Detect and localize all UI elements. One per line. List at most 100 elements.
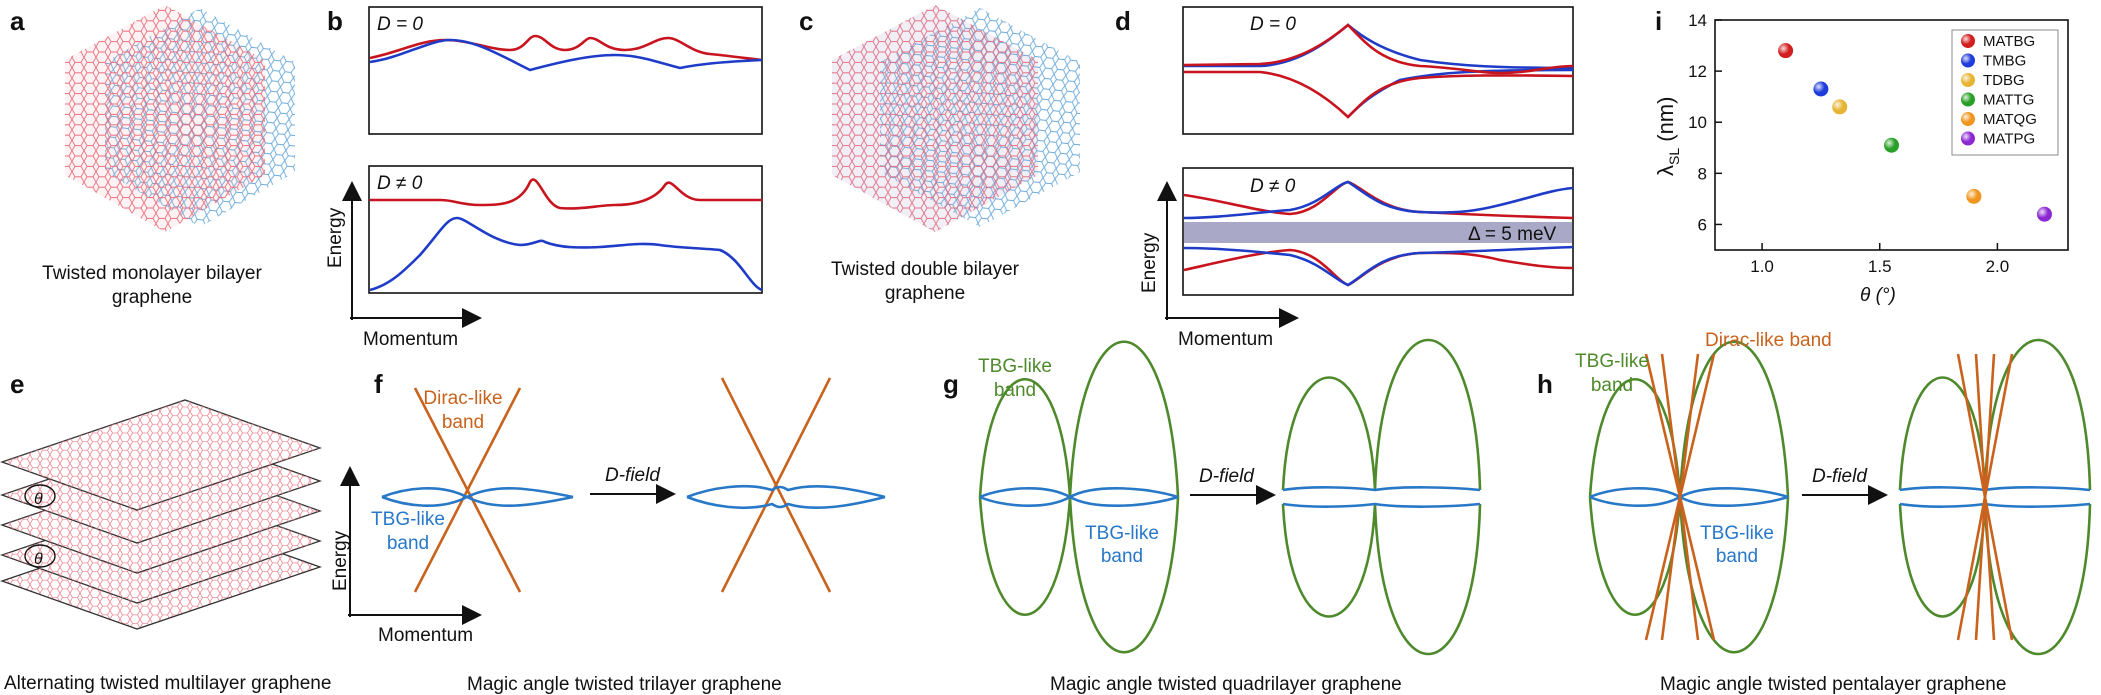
axis-label-d-energy: Energy [1139,232,1160,293]
label-tbg-f-1: TBG-like [371,509,445,530]
label-tbg-blue-h-1: TBG-like [1700,523,1774,544]
data-point-tdbg [1832,99,1848,115]
plot-box-b-top [368,6,763,135]
dirac-band-h2-4 [1974,353,1996,641]
tbg-blue-g2-lower [1282,502,1481,508]
legend-entry-matbg: MATBG [1961,33,2035,50]
band-red-b-bottom [370,178,762,210]
tbg-band-f-lower [381,495,574,508]
band-blue-d-bottom-lower [1183,245,1574,287]
y-tick-label: 12 [1688,62,1707,81]
band-blue-b-bottom [369,216,763,292]
legend-entry-matpg: MATPG [1961,131,2035,148]
panel-f: f Energy Momentum Dirac-like band TBG-li… [330,369,886,695]
label-tbg-blue-g-2: band [1101,546,1143,567]
tbg-green-g2-upper [1281,338,1482,491]
label-tbg-green-g-1: TBG-like [978,356,1052,377]
band-red-d-bottom-lower [1183,248,1574,287]
twist-angle-marker-2: θ [24,544,56,568]
label-dirac-f-1: Dirac-like [423,388,502,409]
y-tick-label: 10 [1688,113,1707,132]
label-b-top: D = 0 [377,14,423,35]
panel-label-c: c [799,6,813,36]
dirac-band-f2-2 [720,377,832,593]
data-point-matqg [1966,188,1982,204]
plot-box-b-bottom [368,165,763,294]
panel-h: h TBG-like band Dirac-like band TBG-like… [1537,330,2092,695]
caption-h: Magic angle twisted pentalayer graphene [1660,674,2006,695]
twist-angle-marker-1: θ [24,484,56,508]
tbg-green-g-upper [978,340,1180,498]
dfield-label-f: D-field [605,465,661,486]
legend-label: TMBG [1983,53,2026,70]
legend-entry-matqg: MATQG [1961,111,2037,128]
panel-label-i: i [1655,6,1662,36]
label-b-bottom: D ≠ 0 [377,173,423,194]
points-i [1778,43,2052,222]
axis-label-b-energy: Energy [325,207,346,268]
plot-box-d-bottom [1182,167,1574,296]
band-blue-b-top [369,38,763,72]
caption-a-line1: Twisted monolayer bilayer [42,263,262,284]
panel-d: d D = 0 Δ = 5 meV D ≠ 0 Energy Momentum [1115,6,1574,350]
caption-c-line2: graphene [885,283,965,304]
axis-label-f-energy: Energy [330,530,351,591]
panel-e: e θ θ Alternating twisted multilayer gra… [0,369,331,694]
tbg-green-h2-upper [1898,338,2092,491]
axis-label-i-x: θ (°) [1860,285,1896,306]
tbg-blue-h-lower [1589,495,1789,508]
panel-c: c Twisted double bilayer graphene [799,5,1080,304]
label-tbg-green-h-2: band [1591,375,1633,396]
dfield-label-g: D-field [1199,466,1255,487]
x-tick-label: 1.5 [1868,257,1892,276]
gap-band-d [1184,222,1572,243]
panel-label-e: e [10,369,24,399]
y-tick-label: 8 [1698,164,1707,183]
axis-label-d-momentum: Momentum [1178,329,1273,350]
legend-entry-tdbg: TDBG [1961,72,2025,89]
band-blue-d-bottom-upper [1183,180,1574,220]
legend-entry-mattg: MATTG [1961,92,2034,109]
dirac-band-f-2 [413,387,522,593]
panel-label-d: d [1115,6,1131,36]
label-dirac-f-2: band [442,412,484,433]
data-point-tmbg [1813,81,1829,97]
legend-label: MATBG [1983,33,2035,50]
panel-g: g TBG-like band TBG-like band D-field Ma… [943,338,1482,695]
panel-label-g: g [943,369,959,399]
plot-box-i [1714,19,2069,251]
axis-label-i-y: λSL (nm) [1653,97,1682,176]
label-tbg-blue-h-2: band [1716,546,1758,567]
band-red-d-top-upper [1183,23,1574,75]
angle-label-2: θ [34,551,43,568]
legend-label: TDBG [1983,72,2025,89]
tbg-blue-h-upper [1589,486,1789,499]
x-tick-label: 2.0 [1986,257,2010,276]
tbg-blue-g-lower [979,495,1179,508]
tbg-blue-g2-upper [1282,486,1481,492]
label-d-bottom: D ≠ 0 [1250,176,1296,197]
panel-label-h: h [1537,369,1553,399]
data-point-mattg [1884,137,1899,153]
dfield-label-h: D-field [1812,466,1868,487]
band-red-b-top [369,34,763,62]
dirac-band-h-4 [1660,353,1700,641]
tbg-green-g2-lower [1281,503,1482,656]
panel-a: a Twisted monolayer bilayer graphene [10,5,295,308]
panel-label-f: f [374,369,383,399]
label-tbg-blue-g-1: TBG-like [1085,523,1159,544]
caption-c-line1: Twisted double bilayer [831,259,1020,280]
tbg-green-g-lower [978,496,1180,654]
label-tbg-f-2: band [387,533,429,554]
caption-g: Magic angle twisted quadrilayer graphene [1050,674,1402,695]
label-tbg-green-g-2: band [994,380,1036,401]
label-d-top: D = 0 [1250,14,1296,35]
legend-label: MATTG [1983,92,2034,109]
caption-a-line2: graphene [112,287,192,308]
axis-label-f-momentum: Momentum [378,625,473,646]
panel-b: b D = 0 D ≠ 0 Energy Momentum [325,6,763,350]
lattice-red-layer [65,5,265,232]
tbg-blue-h2-upper [1899,486,2091,492]
